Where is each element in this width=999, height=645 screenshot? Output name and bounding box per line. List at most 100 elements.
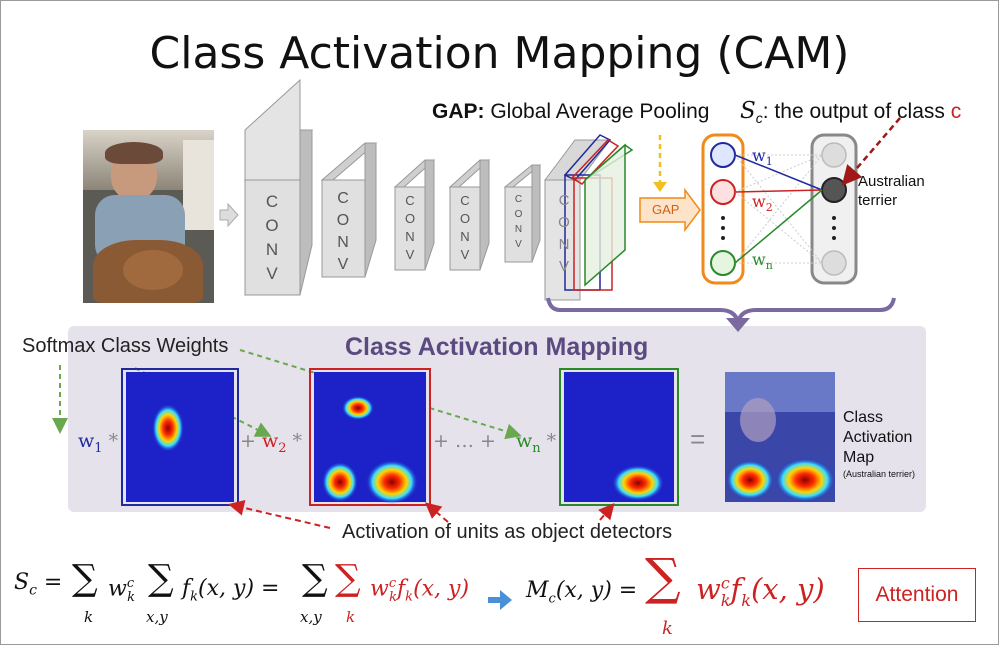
gap-node-n — [710, 250, 736, 276]
weight-label-1: w1 — [752, 146, 773, 168]
conv-letter: O — [558, 214, 570, 231]
cam-weight-1: w1 * — [78, 430, 119, 456]
formula-sum-xy: ∑ — [148, 558, 174, 599]
conv-letter: O — [265, 216, 279, 235]
formula-sum-k-red: ∑ — [335, 558, 361, 599]
conv-letter: C — [265, 192, 279, 211]
activation-map-2 — [309, 368, 431, 506]
cam-plus-ellipsis: + … + — [433, 430, 496, 452]
sc-pointer — [841, 117, 901, 186]
formula-sum-xy-2-sub: x,y — [300, 608, 322, 626]
conv-letter: V — [337, 256, 349, 273]
input-photo — [83, 130, 214, 303]
formula-sum-k-big-sub: k — [662, 618, 673, 639]
conv-letter: O — [514, 209, 523, 220]
weight-sub: 1 — [765, 155, 773, 169]
weight-sub: 2 — [278, 440, 287, 456]
formula-sum-k: ∑ — [72, 558, 98, 599]
weight-sub: 1 — [94, 440, 103, 456]
cam-weight-2: + w2 * — [240, 430, 303, 456]
conv-letter: O — [336, 212, 350, 229]
weight-sub: n — [765, 259, 773, 273]
output-node-target — [821, 177, 847, 203]
purple-brace — [546, 297, 896, 323]
gap-arrow-icon — [639, 187, 701, 233]
conv-block-4 — [448, 159, 491, 271]
cam-equals: = — [690, 424, 706, 454]
formula-wck: wck — [108, 576, 136, 605]
conv-letter: C — [558, 192, 570, 209]
gap-box-label: GAP — [652, 202, 680, 217]
gap-caption-text: Global Average Pooling — [484, 100, 710, 123]
conv-letter: V — [405, 247, 415, 262]
cam-output-label-line3: Map — [843, 449, 875, 466]
conv-letter: N — [460, 229, 470, 244]
formula-arrow-icon — [488, 590, 512, 610]
cam-weight-n: wn * — [516, 430, 557, 456]
conv-letter: V — [558, 258, 569, 275]
formula-sum-k-red-sub: k — [346, 608, 356, 626]
conv-letter: C — [405, 193, 415, 208]
australian-label-line1: Australian — [858, 173, 925, 190]
softmax-label: Softmax Class Weights — [22, 335, 229, 357]
formula-sum-xy-sub: x,y — [146, 608, 168, 626]
formula-mc: Mc(x, y) = — [526, 578, 638, 607]
activation-map-1 — [121, 368, 239, 506]
activation-map-n — [559, 368, 679, 506]
slide-title: Class Activation Mapping (CAM) — [149, 28, 850, 79]
cam-output-label-line2: Activation — [843, 429, 913, 446]
formula-wf-big: wckfk(x, y) — [696, 572, 825, 610]
gap-node-1 — [710, 142, 736, 168]
conv-letter: O — [459, 211, 471, 226]
conv-letter: N — [265, 240, 279, 259]
weight-symbol: w — [752, 250, 766, 269]
sc-class: c — [950, 100, 962, 123]
weight-label-2: w2 — [752, 192, 773, 214]
conv-letter: O — [404, 211, 416, 226]
gap-node-2 — [710, 179, 736, 205]
detector-arrow-n — [598, 502, 615, 521]
australian-label-line2: terrier — [858, 192, 898, 209]
conv-letter: V — [460, 247, 470, 262]
weight-sub: n — [532, 440, 541, 456]
conv-letter: C — [514, 194, 523, 205]
formula-fk: fk(x, y) = — [182, 576, 280, 605]
conv-letter: N — [558, 236, 570, 253]
detectors-label: Activation of units as object detectors — [342, 521, 673, 543]
formula-wf-red: wckfk(x, y) — [370, 576, 470, 605]
gap-caption-bold: GAP: — [432, 100, 485, 123]
weight-symbol: w — [261, 430, 279, 452]
gap-caption: GAP: Global Average Pooling — [432, 100, 709, 124]
weight-symbol: w — [752, 192, 766, 211]
detector-arrow-2 — [424, 502, 449, 523]
formula-sum-k-sub: k — [84, 608, 94, 626]
conv-letter: C — [337, 190, 349, 207]
conv-block-3 — [393, 159, 436, 271]
sc-symbol: S — [740, 98, 756, 124]
brace-arrow-icon — [726, 318, 750, 332]
australian-label: Australian terrier — [858, 172, 925, 210]
input-arrow-icon — [219, 202, 239, 228]
panel-title: Class Activation Mapping — [345, 333, 649, 361]
conv-block-1 — [243, 78, 314, 297]
conv-letter: V — [515, 239, 522, 250]
weight-line-1 — [734, 154, 823, 191]
weight-line-n — [734, 189, 823, 264]
conv-letter: N — [337, 234, 349, 251]
conv-letter: N — [514, 224, 523, 235]
formula-sum-k-big: ∑ — [645, 548, 681, 606]
cam-output-label-line1: Class — [843, 409, 884, 426]
conv-letter: N — [405, 229, 415, 244]
sc-text: : the output of class — [762, 100, 951, 123]
formula-sum-xy-2: ∑ — [302, 558, 328, 599]
sc-sub: c — [755, 110, 763, 127]
detector-arrow-1 — [228, 499, 331, 529]
gap-node-column — [701, 133, 745, 285]
weight-sub: 2 — [765, 201, 773, 215]
